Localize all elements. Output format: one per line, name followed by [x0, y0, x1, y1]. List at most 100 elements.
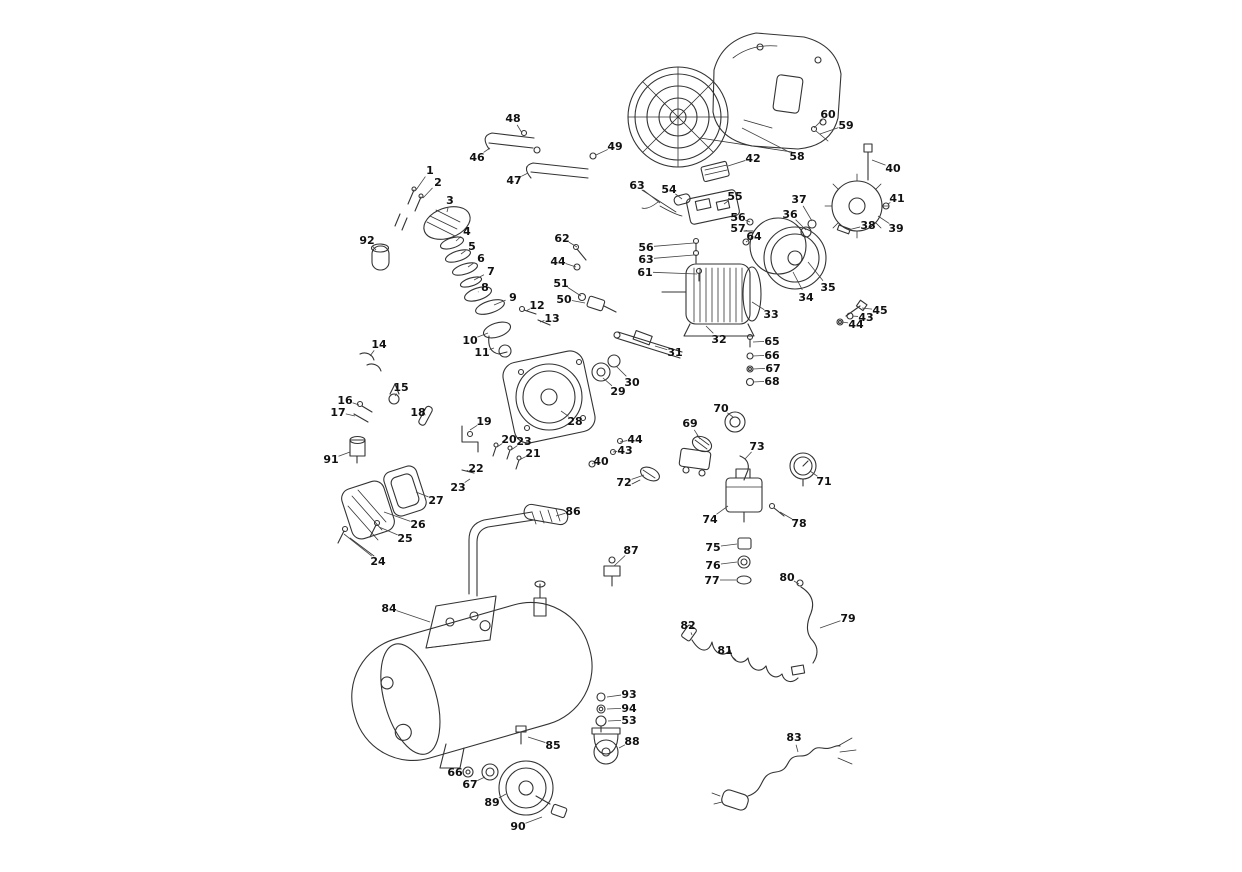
leader-line — [525, 816, 543, 824]
leader-line — [520, 172, 529, 177]
part-number-label: 88 — [624, 735, 639, 748]
leader-line — [809, 470, 818, 477]
part-number-label: 28 — [567, 415, 582, 428]
leader-line — [415, 491, 429, 498]
leader-line — [498, 793, 507, 799]
leader-line — [643, 189, 661, 204]
part-number-label: 67 — [462, 778, 477, 791]
control-plate-icon — [641, 160, 740, 225]
leader-line — [612, 450, 618, 453]
leader-line — [720, 561, 738, 565]
part-number-label: 21 — [525, 447, 540, 460]
part-number-label: 60 — [820, 108, 836, 121]
belt-guard-icon — [337, 465, 427, 557]
leader-line — [744, 451, 752, 460]
part-number-label: 57 — [730, 222, 745, 235]
part-number-label: 82 — [680, 619, 695, 632]
part-number-label: 85 — [545, 739, 560, 752]
part-number-label: 8 — [481, 281, 489, 294]
piston-assembly-icon — [482, 305, 551, 358]
part-number-label: 15 — [393, 381, 408, 394]
part-number-label: 33 — [763, 308, 778, 321]
part-number-label: 75 — [705, 541, 720, 554]
leader-line — [619, 440, 628, 443]
part-number-label: 34 — [798, 291, 814, 304]
tank-foot-icon — [439, 725, 527, 769]
part-number-label: 94 — [621, 702, 637, 715]
cooling-fan-icon — [824, 143, 890, 326]
leader-line — [877, 215, 890, 224]
part-number-label: 44 — [627, 433, 643, 446]
leader-line — [489, 347, 495, 350]
part-number-label: 90 — [510, 820, 526, 833]
leader-line — [730, 655, 737, 661]
part-number-label: 55 — [727, 190, 742, 203]
part-number-label: 7 — [487, 265, 495, 278]
leader-line — [752, 368, 766, 370]
leader-line — [455, 236, 462, 242]
leader-line — [752, 355, 765, 357]
leader-line — [493, 299, 506, 306]
part-number-label: 12 — [529, 299, 544, 312]
part-number-label: 51 — [553, 277, 568, 290]
part-number-label: 54 — [661, 183, 677, 196]
part-number-label: 2 — [434, 176, 442, 189]
part-number-label: 73 — [749, 440, 764, 453]
part-number-label: 31 — [667, 346, 682, 359]
leader-line — [813, 119, 823, 129]
handle-icon — [468, 503, 569, 597]
leader-line — [394, 393, 397, 397]
part-number-label: 18 — [410, 406, 425, 419]
outlet-fitting-icon — [533, 556, 621, 617]
part-number-label: 63 — [638, 253, 653, 266]
leader-line — [727, 160, 746, 167]
leader-line — [571, 300, 586, 304]
part-number-label: 25 — [397, 532, 412, 545]
leader-line — [705, 325, 714, 334]
part-number-label: 26 — [410, 518, 426, 531]
leader-line — [568, 241, 578, 248]
part-number-label: 40 — [593, 455, 609, 468]
leader-line — [654, 345, 668, 351]
part-number-label: 17 — [330, 406, 345, 419]
air-hose-icon — [681, 624, 806, 683]
leader-line — [560, 410, 569, 417]
leader-line — [518, 456, 527, 461]
regulator-manifold-icon — [631, 411, 749, 485]
part-number-label: 23 — [450, 481, 465, 494]
crankshaft-icon — [613, 330, 683, 359]
leader-line — [369, 350, 375, 357]
leader-line — [802, 205, 813, 222]
pressure-switch-icon — [725, 468, 785, 585]
part-number-label: 92 — [359, 234, 374, 247]
leader-line — [465, 469, 469, 472]
leader-line — [446, 207, 449, 213]
part-number-label: 23 — [516, 435, 531, 448]
leader-line — [473, 274, 485, 281]
cylinder-head-icon — [394, 186, 471, 240]
part-number-label: 44 — [550, 255, 566, 268]
part-number-label: 65 — [764, 335, 779, 348]
part-number-label: 36 — [782, 208, 798, 221]
part-number-label: 20 — [501, 433, 517, 446]
part-number-label: 67 — [765, 362, 780, 375]
part-number-label: 45 — [872, 304, 887, 317]
part-number-label: 9 — [509, 291, 517, 304]
motor-icon — [661, 218, 762, 337]
part-number-label: 79 — [840, 612, 855, 625]
leader-line — [652, 271, 698, 275]
part-number-label: 61 — [637, 266, 652, 279]
part-number-label: 30 — [624, 376, 640, 389]
discharge-pipe-icon — [484, 129, 597, 179]
part-number-label: 32 — [711, 333, 726, 346]
leader-line — [631, 474, 645, 480]
part-number-label: 41 — [889, 192, 904, 205]
part-number-label: 83 — [786, 731, 801, 744]
leader-line — [595, 149, 608, 156]
leader-line — [602, 377, 613, 387]
leader-line — [383, 511, 411, 522]
leader-line — [396, 610, 431, 623]
part-number-label: 16 — [337, 394, 353, 407]
part-number-label: 56 — [730, 211, 746, 224]
